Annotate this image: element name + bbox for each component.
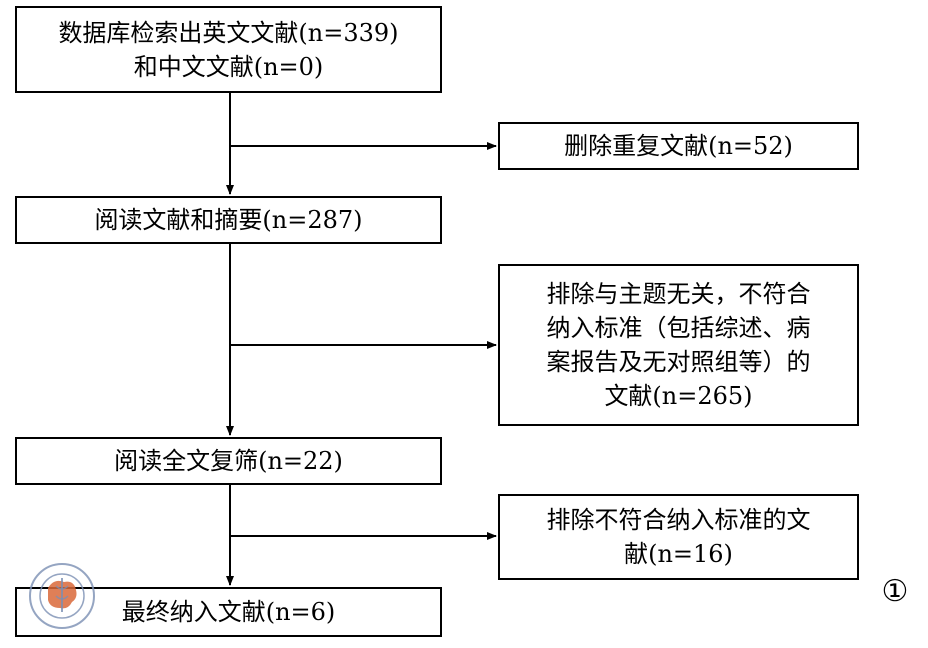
exclusion-criteria-line1: 排除不符合纳入标准的文 [546, 506, 811, 534]
step-database-search: 数据库检索出英文文献(n=339) 和中文文献(n=0) [15, 6, 442, 93]
figure-number: ① [881, 574, 909, 609]
exclusion-duplicates-label: 删除重复文献(n=52) [564, 132, 793, 160]
society-seal-icon [29, 563, 95, 629]
exclusion-irrelevant-line2: 纳入标准（包括综述、病 [546, 314, 811, 342]
step-final-included: 最终纳入文献(n=6) [15, 587, 442, 637]
exclusion-irrelevant-line4: 文献(n=265) [604, 382, 753, 410]
exclusion-irrelevant-line1: 排除与主题无关，不符合 [546, 280, 811, 308]
exclusion-duplicates: 删除重复文献(n=52) [498, 122, 859, 170]
step-final-included-label: 最终纳入文献(n=6) [121, 598, 336, 626]
exclusion-criteria-line2: 献(n=16) [624, 540, 733, 568]
step-fulltext-screening: 阅读全文复筛(n=22) [15, 437, 442, 485]
step-read-abstracts: 阅读文献和摘要(n=287) [15, 196, 442, 244]
step-database-search-line2: 和中文文献(n=0) [133, 52, 324, 81]
step-database-search-line1: 数据库检索出英文文献(n=339) [58, 18, 399, 47]
step-fulltext-screening-label: 阅读全文复筛(n=22) [114, 447, 343, 475]
exclusion-irrelevant: 排除与主题无关，不符合 纳入标准（包括综述、病 案报告及无对照组等）的 文献(n… [498, 264, 859, 426]
exclusion-not-meeting-criteria: 排除不符合纳入标准的文 献(n=16) [498, 494, 859, 580]
step-read-abstracts-label: 阅读文献和摘要(n=287) [94, 206, 363, 234]
exclusion-irrelevant-line3: 案报告及无对照组等）的 [546, 348, 811, 376]
